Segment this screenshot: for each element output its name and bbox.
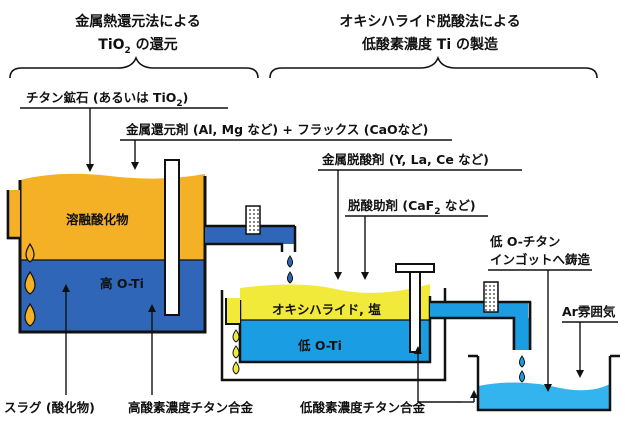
reductant-label: 金属還元剤 (Al, Mg など) + フラックス (CaOなど) xyxy=(125,122,428,137)
ingot-metal xyxy=(478,382,610,410)
right-reactor xyxy=(220,263,532,382)
right-vessel-baffle xyxy=(409,271,421,353)
left-vessel-baffle xyxy=(164,159,180,316)
slag-label: スラグ (酸化物) xyxy=(4,400,95,415)
right-process-title-line2: 低酸素濃度 Ti の製造 xyxy=(361,36,498,53)
transfer-pipe-blue xyxy=(205,226,295,244)
left-process-title-line2: TiO2 の還元 xyxy=(98,36,177,56)
molten-oxide-label: 溶融酸化物 xyxy=(66,212,129,227)
low-o-ti-label: 低 O-Ti xyxy=(297,338,342,353)
right-mesh-filter xyxy=(483,281,499,313)
oxyhalide-salt-label: オキシハライド, 塩 xyxy=(272,302,381,317)
right-vessel-wall xyxy=(238,296,432,364)
ore-label: チタン鉱石 (あるいは TiO2) xyxy=(26,90,188,109)
high-oxygen-alloy-label: 高酸素濃度チタン合金 xyxy=(128,400,254,415)
ingot-label-line2: インゴットへ鋳造 xyxy=(490,252,591,267)
right-process-brace xyxy=(269,55,598,79)
molten-oxide-layer xyxy=(20,173,205,260)
left-vessel-wall xyxy=(18,176,207,334)
high-o-ti-label: 高 O-Ti xyxy=(100,276,144,291)
right-process-title-line1: オキシハライド脱酸法による xyxy=(339,13,520,30)
ingot-label-line1: 低 O-チタン xyxy=(489,234,560,249)
left-reactor xyxy=(6,159,297,334)
metal-droplets-right xyxy=(519,355,525,383)
slag-droplets xyxy=(24,242,36,327)
deoxidation-aid-label: 脱酸助剤 (CaF2 など) xyxy=(348,198,476,217)
left-process-title-line1: 金属熱還元法による xyxy=(74,13,201,30)
transfer-pipe-cyan xyxy=(430,302,528,318)
salt-droplets xyxy=(232,329,240,375)
oxyhalide-salt-layer xyxy=(240,284,430,320)
left-mesh-filter xyxy=(245,205,261,235)
deoxidizer-label: 金属脱酸剤 (Y, La, Ce など) xyxy=(321,152,489,167)
ar-atmosphere-label: Ar雰囲気 xyxy=(562,304,616,319)
left-process-brace xyxy=(9,55,259,79)
ingot-mold xyxy=(468,354,620,412)
low-oxygen-alloy-label: 低酸素濃度チタン合金 xyxy=(299,400,426,415)
low-o-ti-layer xyxy=(240,320,430,362)
arrows xyxy=(20,107,618,403)
